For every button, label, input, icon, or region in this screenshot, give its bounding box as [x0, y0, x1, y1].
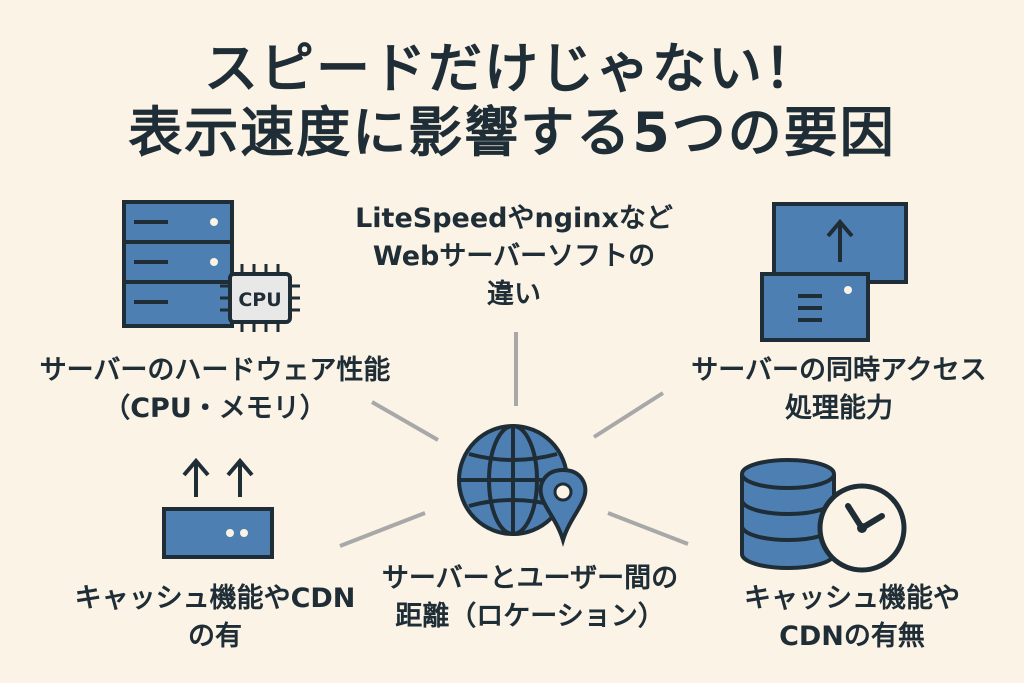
connector-cache-left	[339, 511, 426, 548]
factor-hardware-label: サーバーのハードウェア性能 （CPU・メモリ）	[20, 352, 410, 428]
connector-cache-right	[607, 511, 689, 546]
factor-cache-right-line-1: キャッシュ機能や	[744, 583, 960, 614]
router-upload-icon	[162, 457, 274, 559]
globe-location-icon	[457, 424, 588, 547]
factor-cache-right-line-2: CDNの有無	[779, 621, 925, 652]
page-title-line-2: 表示速度に影響する5つの要因	[128, 101, 896, 164]
server-cpu-icon: CPU	[122, 200, 300, 332]
factor-cache-left-line-2: の有	[188, 621, 242, 652]
factor-hardware-line-1: サーバーのハードウェア性能	[39, 355, 391, 386]
factor-software-line-3: 違い	[487, 279, 541, 310]
factor-location-line-1: サーバーとユーザー間の	[381, 563, 679, 594]
factor-software-label: LiteSpeedやnginxなど Webサーバーソフトの 違い	[344, 200, 684, 314]
database-clock-icon	[740, 458, 907, 573]
factor-hardware-line-2: （CPU・メモリ）	[103, 393, 327, 424]
factor-software-line-2: Webサーバーソフトの	[372, 241, 656, 272]
factor-location-label: サーバーとユーザー間の 距離（ロケーション）	[360, 560, 700, 636]
factor-cache-left-label: キャッシュ機能やCDN の有	[40, 580, 390, 656]
connector-concurrency	[592, 391, 665, 439]
cpu-chip-label: CPU	[238, 289, 281, 311]
factor-software-line-1: LiteSpeedやnginxなど	[355, 203, 673, 234]
connector-hardware	[371, 400, 439, 442]
factor-location-line-2: 距離（ロケーション）	[395, 601, 665, 632]
factor-cache-right-label: キャッシュ機能や CDNの有無	[712, 580, 992, 656]
factor-concurrency-line-1: サーバーの同時アクセス	[691, 355, 987, 386]
factor-cache-left-line-1: キャッシュ機能やCDN	[74, 583, 356, 614]
page-title-line-1: スピードだけじゃない！	[204, 37, 820, 100]
factor-concurrency-line-2: 処理能力	[785, 393, 893, 424]
server-upload-icon	[760, 202, 908, 342]
factor-concurrency-label: サーバーの同時アクセス 処理能力	[664, 352, 1014, 428]
